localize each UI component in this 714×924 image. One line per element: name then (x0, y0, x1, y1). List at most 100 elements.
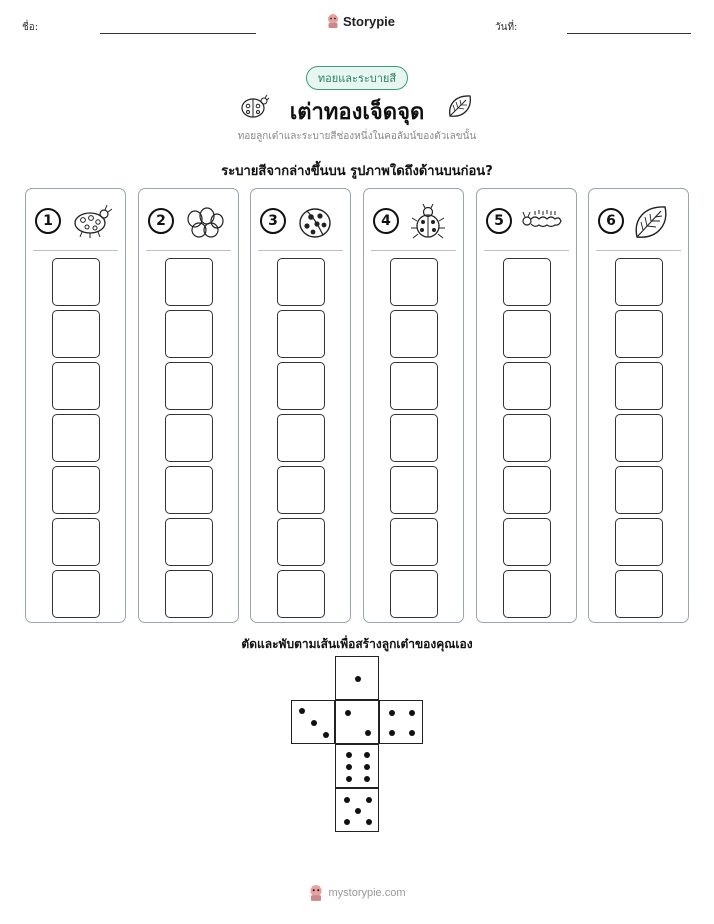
color-box[interactable] (390, 414, 438, 462)
column-header: 2 (139, 189, 238, 251)
cut-instruction: ตัดและพับตามเส้นเพื่อสร้างลูกเต๋าของคุณเ… (241, 637, 473, 651)
eggs-icon (187, 207, 224, 238)
color-box[interactable] (277, 310, 325, 358)
color-box[interactable] (615, 258, 663, 306)
leaf-title-icon (449, 95, 471, 117)
die-face-1 (335, 656, 379, 700)
column-header: 6 (589, 189, 688, 251)
color-box[interactable] (503, 258, 551, 306)
color-box[interactable] (165, 362, 213, 410)
name-label: ชื่อ: (22, 22, 39, 33)
storypie-logo-icon (328, 14, 338, 28)
color-box[interactable] (615, 466, 663, 514)
die-pip (355, 676, 361, 682)
color-box[interactable] (52, 466, 100, 514)
die-pip (311, 720, 317, 726)
ladybug-title-icon (241, 94, 270, 118)
die-pip (409, 709, 416, 716)
color-box[interactable] (52, 570, 100, 618)
caterpillar-icon (522, 210, 562, 228)
color-box[interactable] (390, 310, 438, 358)
color-box[interactable] (503, 362, 551, 410)
color-box[interactable] (615, 310, 663, 358)
color-box[interactable] (52, 362, 100, 410)
color-box[interactable] (277, 466, 325, 514)
die-pip (346, 751, 353, 758)
color-box[interactable] (52, 258, 100, 306)
die-pip (344, 709, 351, 716)
storypie-footer-logo-icon (310, 885, 323, 901)
column-number: 6 (598, 208, 624, 234)
color-box[interactable] (52, 518, 100, 566)
column-3: 3 (250, 188, 351, 623)
die-pip (409, 730, 416, 737)
color-box[interactable] (277, 518, 325, 566)
column-number: 3 (260, 208, 286, 234)
die-face-4 (379, 700, 423, 744)
color-box[interactable] (503, 310, 551, 358)
question-text: ระบายสีจากล่างขึ้นบน รูปภาพใดถึงด้านบนก่… (221, 164, 493, 179)
color-box[interactable] (615, 518, 663, 566)
color-box[interactable] (165, 414, 213, 462)
color-box[interactable] (165, 466, 213, 514)
color-box[interactable] (503, 518, 551, 566)
column-number: 4 (373, 208, 399, 234)
color-box[interactable] (277, 414, 325, 462)
ladybug-icon (411, 203, 445, 239)
page-subtitle: ทอยลูกเต๋าและระบายสีช่องหนึ่งในคอลัมน์ขอ… (237, 131, 477, 142)
color-box[interactable] (390, 570, 438, 618)
color-box[interactable] (615, 362, 663, 410)
die-face-6 (335, 744, 379, 788)
footer-url[interactable]: mystorypie.com (328, 887, 406, 899)
column-header: 5 (477, 189, 576, 251)
footer: mystorypie.com (0, 884, 714, 902)
column-4: 4 (363, 188, 464, 623)
column-divider (33, 250, 118, 251)
color-box[interactable] (165, 310, 213, 358)
color-box[interactable] (503, 466, 551, 514)
color-box[interactable] (277, 570, 325, 618)
die-pip (355, 808, 361, 814)
column-number: 2 (148, 208, 174, 234)
color-box[interactable] (390, 362, 438, 410)
color-box[interactable] (277, 362, 325, 410)
ladybug-spotted-icon (74, 204, 112, 238)
column-header: 3 (251, 189, 350, 251)
column-divider (596, 250, 681, 251)
ladybug-shell-icon (299, 208, 331, 238)
color-box[interactable] (52, 414, 100, 462)
column-6: 6 (588, 188, 689, 623)
column-divider (484, 250, 569, 251)
date-line (567, 33, 691, 34)
die-face-2 (335, 700, 379, 744)
die-face-5 (335, 788, 379, 832)
die-pip (346, 764, 353, 770)
die-pip (365, 730, 372, 737)
die-pip (346, 776, 353, 783)
column-divider (146, 250, 231, 251)
color-box[interactable] (503, 414, 551, 462)
color-box[interactable] (615, 570, 663, 618)
die-pip (323, 732, 330, 739)
color-box[interactable] (165, 518, 213, 566)
color-box[interactable] (52, 310, 100, 358)
color-box[interactable] (277, 258, 325, 306)
color-box[interactable] (615, 414, 663, 462)
color-box[interactable] (390, 518, 438, 566)
die-pip (363, 751, 370, 758)
die-pip (363, 776, 370, 783)
die-pip (298, 707, 305, 714)
column-2: 2 (138, 188, 239, 623)
die-pip (388, 730, 395, 737)
die-pip (344, 819, 350, 825)
color-box[interactable] (390, 466, 438, 514)
color-box[interactable] (165, 570, 213, 618)
column-divider (258, 250, 343, 251)
column-divider (371, 250, 456, 251)
page-title: เต่าทองเจ็ดจุด (289, 100, 425, 125)
die-face-3 (291, 700, 335, 744)
column-5: 5 (476, 188, 577, 623)
color-box[interactable] (165, 258, 213, 306)
color-box[interactable] (390, 258, 438, 306)
color-box[interactable] (503, 570, 551, 618)
